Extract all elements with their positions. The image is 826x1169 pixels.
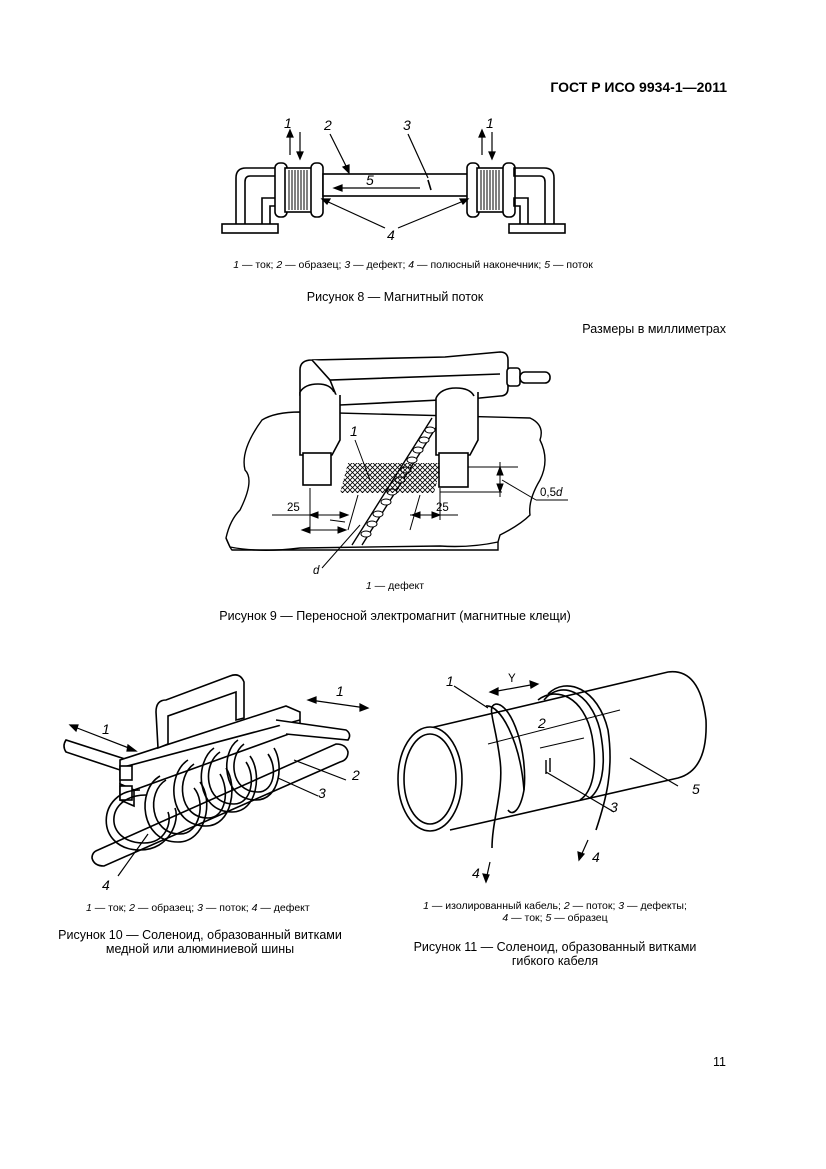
fig9-dim-gap: 0,5 [540, 487, 556, 499]
legend-line: 1 — изолированный кабель; 2 — поток; 3 —… [390, 900, 720, 912]
fig8-label-5: 5 [366, 172, 374, 188]
figure-10-caption: Рисунок 10 — Соленоид, образованный витк… [40, 928, 360, 956]
sizes-note: Размеры в миллиметрах [582, 322, 726, 336]
figure-9-caption: Рисунок 9 — Переносной электромагнит (ма… [219, 609, 571, 623]
fig8-label-4: 4 [387, 227, 395, 243]
legend-line: 4 — ток; 5 — образец [390, 912, 720, 924]
fig8-label-2: 2 [323, 117, 332, 133]
fig11-label-3: 3 [610, 799, 618, 815]
fig11-label-4-left: 4 [472, 865, 480, 881]
fig9-dim-left: 25 [287, 502, 300, 514]
caption-line: Рисунок 11 — Соленоид, образованный витк… [413, 940, 697, 954]
caption-line: Рисунок 10 — Соленоид, образованный витк… [58, 928, 342, 942]
legend-item: 2 — образец; [129, 902, 198, 914]
fig10-label-1-left: 1 [102, 721, 110, 737]
legend-item: 3 — дефект; [344, 259, 409, 271]
fig10-label-2: 2 [351, 767, 360, 783]
fig10-label-1-right: 1 [336, 683, 344, 699]
legend-item: 1 — изолированный кабель; [423, 900, 564, 912]
fig11-label-2: 2 [537, 715, 546, 731]
figure-11-legend: 1 — изолированный кабель; 2 — поток; 3 —… [390, 900, 720, 924]
figure-9-legend: 1 — дефект [0, 580, 790, 592]
fig8-label-1-left: 1 [284, 115, 292, 131]
legend-item: 1 — дефект [365, 580, 425, 592]
figure-8-caption: Рисунок 8 — Магнитный поток [306, 290, 484, 304]
legend-item: 1 — ток; [86, 902, 130, 914]
figure-8-legend: 1 — ток; 2 — образец; 3 — дефект; 4 — по… [0, 259, 826, 271]
fig9-label-d: d [313, 565, 320, 577]
fig9-dim-right: 25 [436, 502, 449, 514]
legend-item: 5 — образец [545, 912, 608, 924]
caption-line: медной или алюминиевой шины [105, 942, 295, 956]
legend-item: 1 — ток; [233, 259, 277, 271]
figure-11-caption: Рисунок 11 — Соленоид, образованный витк… [390, 940, 720, 968]
fig9-label-1: 1 [350, 423, 358, 439]
legend-item: 4 — дефект [251, 902, 310, 914]
legend-item: 3 — поток; [197, 902, 252, 914]
caption-line: гибкого кабеля [511, 954, 599, 968]
svg-text:0,5d: 0,5d [540, 487, 563, 499]
legend-item: 4 — полюсный наконечник; [408, 259, 545, 271]
legend-item: 3 — дефекты; [618, 900, 687, 912]
fig8-label-1-right: 1 [486, 115, 494, 131]
fig11-label-4-right: 4 [592, 849, 600, 865]
fig9-dim-gap-var: d [556, 487, 563, 499]
fig11-label-1: 1 [446, 673, 454, 689]
legend-item: 2 — образец; [276, 259, 345, 271]
fig10-label-3: 3 [318, 785, 326, 801]
document-header: ГОСТ Р ИСО 9934-1—2011 [550, 79, 727, 95]
legend-item: 5 — поток [544, 259, 593, 271]
fig10-label-4: 4 [102, 877, 110, 893]
legend-item: 4 — ток; [502, 912, 546, 924]
figure-10-legend: 1 — ток; 2 — образец; 3 — поток; 4 — деф… [86, 902, 310, 914]
legend-item: 2 — поток; [563, 900, 619, 912]
fig11-label-y: Y [508, 673, 516, 685]
fig8-label-3: 3 [403, 117, 411, 133]
fig11-label-5: 5 [692, 781, 700, 797]
page-number: 11 [713, 1055, 726, 1069]
